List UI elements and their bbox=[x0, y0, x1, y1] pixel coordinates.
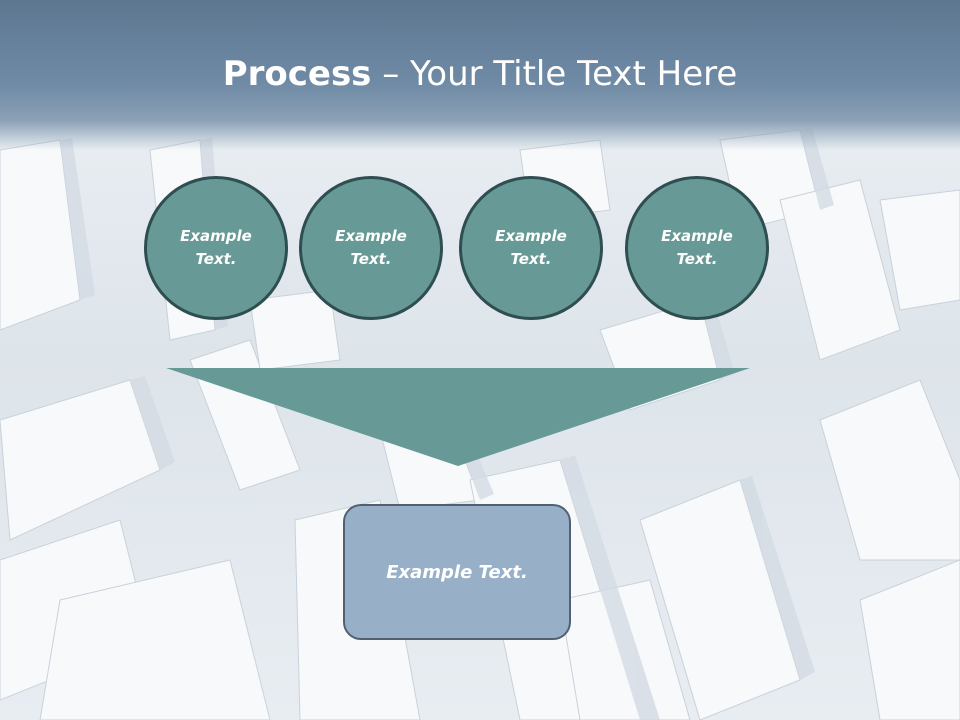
process-step-circle-2[interactable]: Example Text. bbox=[299, 176, 443, 320]
circle-1-text: Example Text. bbox=[171, 225, 261, 271]
circle-2-text: Example Text. bbox=[326, 225, 416, 271]
circle-4-line-2: Text. bbox=[676, 250, 718, 268]
circle-2-line-2: Text. bbox=[350, 250, 392, 268]
result-box-text: Example Text. bbox=[386, 561, 528, 583]
circle-1-line-2: Text. bbox=[195, 250, 237, 268]
title-bold-part: Process bbox=[222, 54, 372, 94]
title-bar bbox=[0, 0, 960, 150]
circle-4-text: Example Text. bbox=[652, 225, 742, 271]
circle-3-line-1: Example bbox=[495, 227, 567, 245]
process-step-circle-4[interactable]: Example Text. bbox=[625, 176, 769, 320]
circle-2-line-1: Example bbox=[335, 227, 407, 245]
circle-3-text: Example Text. bbox=[486, 225, 576, 271]
slide-title: Process – Your Title Text Here bbox=[0, 52, 960, 96]
result-box[interactable]: Example Text. bbox=[343, 504, 571, 640]
funnel-arrow-shape[interactable] bbox=[166, 368, 750, 466]
circle-1-line-1: Example bbox=[180, 227, 252, 245]
process-step-circle-3[interactable]: Example Text. bbox=[459, 176, 603, 320]
title-rest-part: – Your Title Text Here bbox=[371, 54, 738, 94]
process-step-circle-1[interactable]: Example Text. bbox=[144, 176, 288, 320]
circle-3-line-2: Text. bbox=[510, 250, 552, 268]
circle-4-line-1: Example bbox=[661, 227, 733, 245]
